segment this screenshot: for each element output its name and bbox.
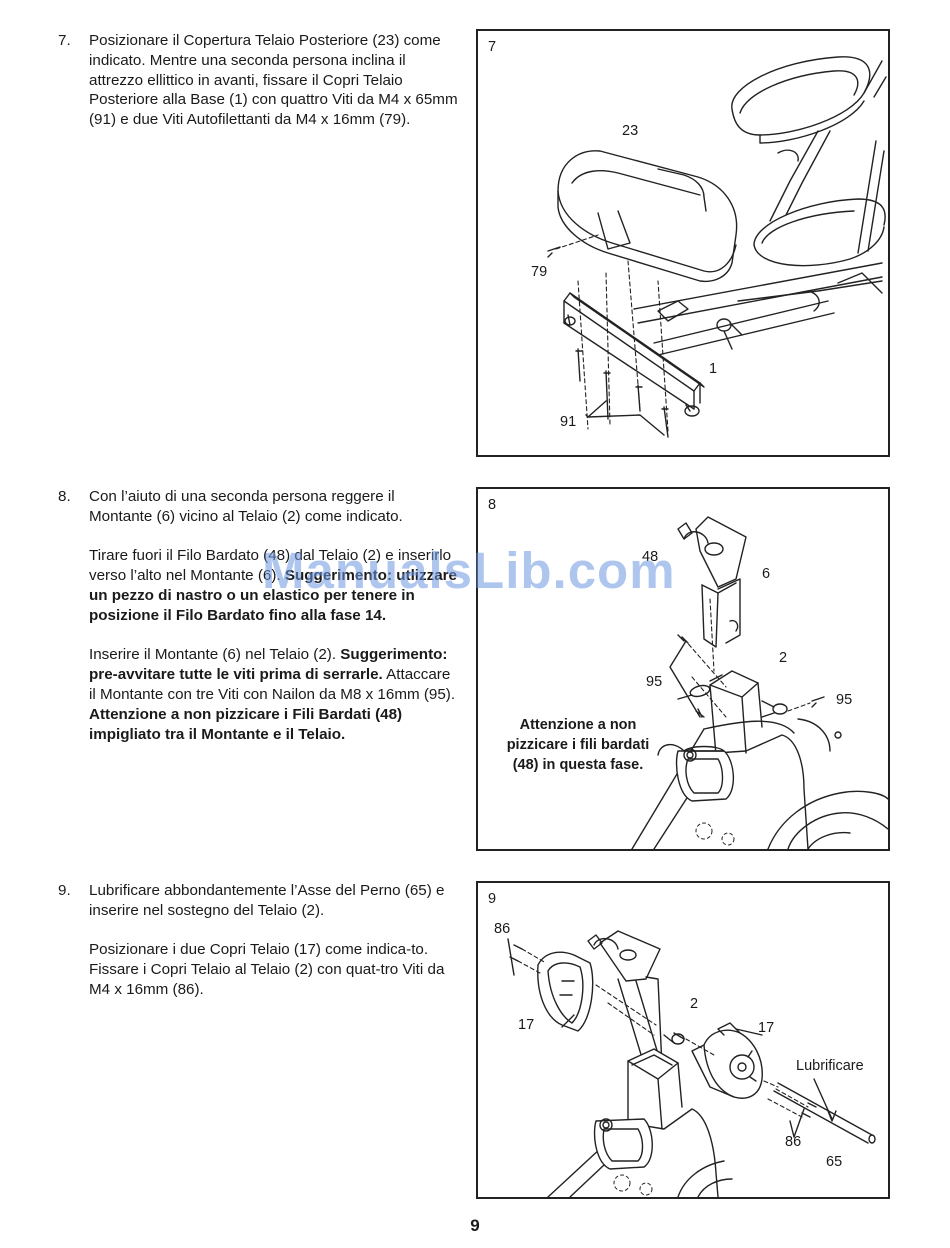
step-7-paragraph: Posizionare il Copertura Telaio Posterio… <box>89 32 458 129</box>
figure-8-number: 8 <box>488 497 497 513</box>
callout-95-left: 95 <box>646 674 663 690</box>
callout-23: 23 <box>622 123 639 139</box>
step-8-tip-prethread: Suggerimento: pre-avvitare tutte le viti… <box>89 646 448 684</box>
step-8-paragraph-3: Inserire il Montante (6) nel Telaio (2).… <box>89 645 458 744</box>
step-8-tip-tape: Suggerimento: utlizzare un pezzo di nast… <box>89 567 458 624</box>
step-9-number: 9. <box>58 882 71 899</box>
callout-1: 1 <box>709 361 718 377</box>
callout-79: 79 <box>531 264 548 280</box>
figure-9: 9 86 2 17 17 Lubrificare 86 65 <box>476 881 890 1199</box>
step-7-text: 7. Posizionare il Copertura Telaio Poste… <box>58 31 458 130</box>
step-8-paragraph-2: Tirare fuori il Filo Bardato (48) dal Te… <box>89 546 458 625</box>
step-7-number: 7. <box>58 32 71 49</box>
figure-8: 8 48 6 2 95 95 Attenzione a non pizzicar… <box>476 487 890 851</box>
callout-2: 2 <box>779 650 788 666</box>
step-8-insert-instruction: Inserire il Montante (6) nel Telaio (2). <box>89 646 337 664</box>
figure-7: 7 23 79 1 91 <box>476 29 890 457</box>
callout-2: 2 <box>690 996 699 1012</box>
step-9-text: 9. Lubrificare abbondantemente l’Asse de… <box>58 881 458 1000</box>
callout-6: 6 <box>762 566 771 582</box>
step-9-paragraph-1: Lubrificare abbondantemente l’Asse del P… <box>89 882 445 919</box>
callout-95-right: 95 <box>836 692 853 708</box>
step-8-warning: Attenzione a non pizzicare i Fili Bardat… <box>89 705 403 743</box>
callout-91: 91 <box>560 414 577 430</box>
step-8-paragraph-1: Con l’aiuto di una seconda persona regge… <box>89 488 403 525</box>
figure-7-drawing <box>547 56 887 438</box>
callout-17-left: 17 <box>518 1017 535 1033</box>
step-8-attach-instruction: Attaccare il Montante con tre Viti con N… <box>89 666 456 703</box>
figure-7-number: 7 <box>488 39 497 55</box>
figure-9-drawing <box>507 930 876 1197</box>
step-8-wire-instruction: Tirare fuori il Filo Bardato (48) dal Te… <box>89 547 452 585</box>
callout-86-left: 86 <box>494 921 511 937</box>
caution-note: Attenzione a non pizzicare i fili bardat… <box>506 717 650 773</box>
figure-9-number: 9 <box>488 891 497 907</box>
step-8-text: 8. Con l’aiuto di una seconda persona re… <box>58 487 458 744</box>
callout-65: 65 <box>826 1154 843 1170</box>
page-number: 9 <box>470 1216 480 1235</box>
step-8-number: 8. <box>58 488 71 505</box>
step-9-paragraph-2: Posizionare i due Copri Telaio (17) come… <box>89 941 445 998</box>
callout-48: 48 <box>642 549 659 565</box>
figure-8-drawing <box>631 516 888 849</box>
watermark: ManualsLib.com <box>262 542 676 599</box>
callout-86-bottom: 86 <box>785 1134 802 1150</box>
lubricate-label: Lubrificare <box>796 1058 864 1074</box>
callout-17-right: 17 <box>758 1020 775 1036</box>
